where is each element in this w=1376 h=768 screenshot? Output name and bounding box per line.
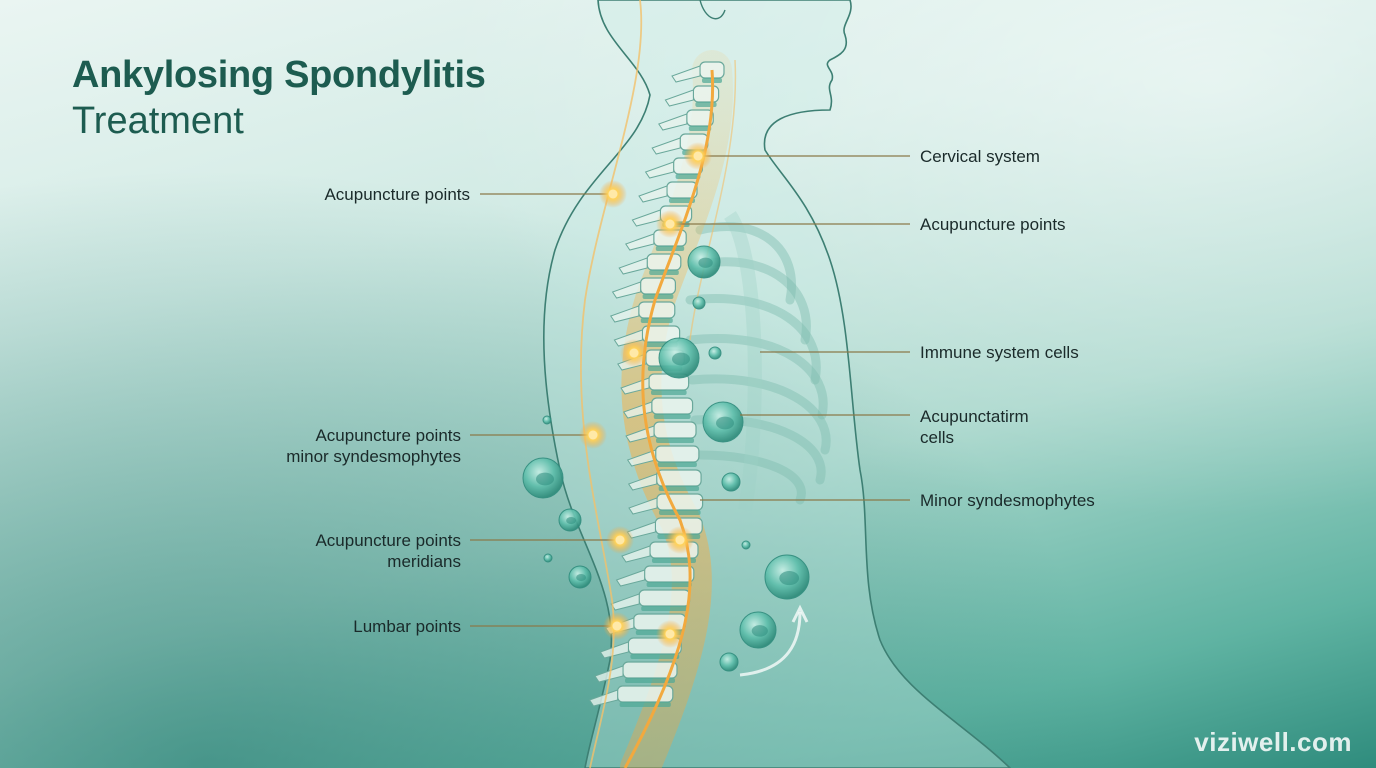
immune-cell [687,245,721,279]
title-line-2: Treatment [72,100,244,142]
label-left-lumbar-points: Lumbar points [353,616,461,637]
label-line: Immune system cells [920,343,1079,362]
vertebra [638,181,698,203]
label-line: Acupuncture points [324,185,470,204]
label-line: Lumbar points [353,617,461,636]
immune-cell [692,296,706,310]
vertebra [644,157,703,179]
vertebra [628,493,704,515]
vertebra [610,301,676,323]
vertebra [594,661,678,683]
title-line-1: Ankylosing Spondylitis [72,54,486,96]
label-left-acupuncture-syndesmophytes: Acupuncture points minor syndesmophytes [286,425,461,467]
label-line: Acupuncture points [315,531,461,550]
immune-cell [764,554,810,600]
vertebra [610,589,691,611]
immune-cell [708,346,722,360]
label-line: Acupuncture points [920,215,1066,234]
acupuncture-point [656,620,684,648]
immune-cell [522,457,564,499]
label-line: minor syndesmophytes [286,447,461,466]
label-line: Cervical system [920,147,1040,166]
page-title: Ankylosing Spondylitis Treatment [72,52,486,144]
vertebra [615,565,695,587]
immune-cell [702,401,744,443]
acupuncture-point [579,421,607,449]
brand-watermark: viziwell.com [1194,727,1352,757]
vertebra [658,109,714,131]
acupuncture-point [599,180,627,208]
immune-cell [739,611,777,649]
label-line: meridians [387,552,461,571]
label-line: Minor syndesmophytes [920,491,1095,510]
immune-cell [558,508,582,532]
label-right-immune-system-cells: Immune system cells [920,342,1079,363]
immune-cell [721,472,741,492]
vertebra [611,277,676,299]
spinal-cord [623,69,715,768]
acupuncture-point [620,339,648,367]
immune-cell [658,337,700,379]
label-right-acupuncture-points: Acupuncture points [920,214,1066,235]
acupuncture-point [656,210,684,238]
label-left-acupuncture-points: Acupuncture points [324,184,470,205]
immune-cell [542,415,552,425]
label-line: Acupunctatirm [920,407,1029,426]
meridian-line-front [689,59,737,341]
label-right-acupunctatirm-cells: Acupunctatirm cells [920,406,1029,448]
vertebra [627,469,702,491]
immune-cells [522,245,810,672]
acupuncture-point [603,612,631,640]
leader-lines [470,155,910,627]
acupuncture-point [606,526,634,554]
vertebra [618,253,682,275]
vertebra [626,445,700,467]
label-left-acupuncture-meridians: Acupuncture points meridians [315,530,461,572]
acupuncture-points [579,142,712,648]
label-line: Acupuncture points [315,426,461,445]
label-line: cells [920,428,955,447]
immune-cell [543,553,553,563]
immune-cell [568,565,592,589]
label-right-minor-syndesmophytes: Minor syndesmophytes [920,490,1095,511]
vertebra [599,637,682,659]
immune-cell [719,652,739,672]
acupuncture-point [666,526,694,554]
acupuncture-point [684,142,712,170]
flow-arrow [739,611,802,677]
label-right-cervical-system: Cervical system [920,146,1040,167]
immune-cell [741,540,751,550]
